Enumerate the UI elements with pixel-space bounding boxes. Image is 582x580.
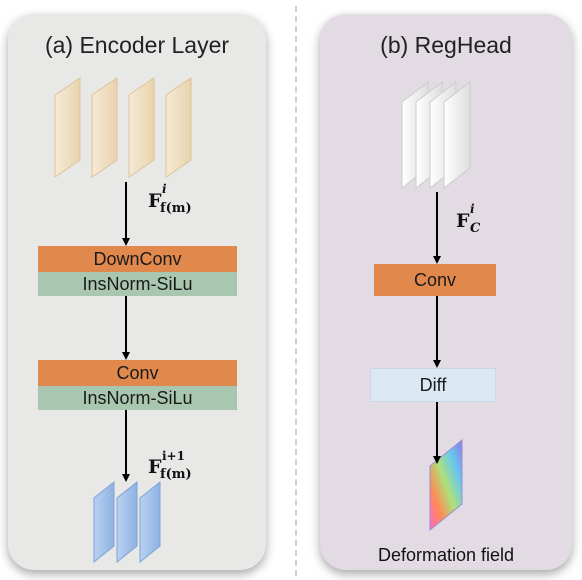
output-feature-label-sub: f(m) <box>160 467 192 482</box>
reghead-input-feature-label-main: F <box>456 210 470 232</box>
output-feature-label: F i+1 f(m) <box>148 449 192 482</box>
input-feature-label-main: F <box>148 190 162 212</box>
output-feature-label-sup: i+1 <box>162 449 185 463</box>
input-feature-label: F i f(m) <box>148 182 192 216</box>
insnorm-silu-block-1: InsNorm-SiLu <box>38 272 237 296</box>
reghead-title: (b) RegHead <box>380 32 512 58</box>
input-feature-label-sup: i <box>162 182 167 196</box>
input-feature-maps <box>54 77 192 178</box>
reghead-feature-maps <box>401 80 471 190</box>
reghead-input-feature-label-sup: i <box>470 202 475 216</box>
reghead-conv-block: Conv <box>374 264 496 296</box>
diff-block: Diff <box>370 368 496 402</box>
insnorm-silu-block-2: InsNorm-SiLu <box>38 386 237 410</box>
encoder-layer-panel: (a) Encoder Layer DownConv InsNorm-SiLu … <box>8 14 266 570</box>
reghead-input-feature-label-sub: C <box>470 221 481 236</box>
panel-divider <box>295 6 297 576</box>
conv-block: Conv <box>38 360 237 386</box>
encoder-layer-title: (a) Encoder Layer <box>44 32 230 58</box>
input-feature-label-sub: f(m) <box>160 201 192 216</box>
reghead-input-feature-label: F i C <box>456 202 480 236</box>
downconv-block: DownConv <box>38 246 237 272</box>
output-feature-label-main: F <box>148 456 162 478</box>
output-feature-maps <box>93 480 161 564</box>
deformation-field-label: Deformation field <box>377 545 515 565</box>
deformation-field-image <box>429 438 463 532</box>
